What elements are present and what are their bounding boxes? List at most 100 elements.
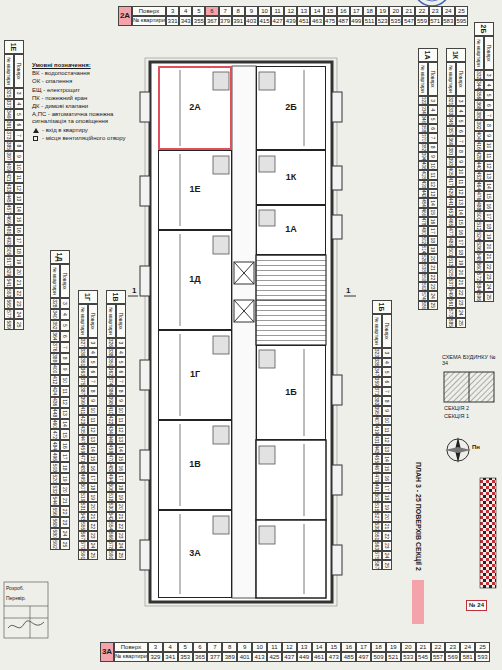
floor-number: 23 [382,541,392,551]
floor-number: 14 [116,444,126,454]
legend-text: - місця вентиляційного отвору [42,135,126,142]
floor-number: 23 [14,298,24,309]
floor-number: 5 [60,320,70,331]
apartment-number: 411 [78,406,88,416]
apartment-number: 389 [222,652,237,662]
legend-item: ПК - пожежний кран [32,95,144,102]
floor-number: 22 [382,531,392,541]
apartment-number: 532 [50,484,60,495]
floor-number: 13 [456,197,466,207]
apartment-number: 387 [78,386,88,396]
staircase [256,255,326,345]
floor-number: 6 [382,377,392,387]
apartment-number: 363 [78,367,88,377]
apartment-number: 321 [446,96,456,106]
apartment-number: 407 [372,416,382,426]
apartment-number: 322 [418,96,428,105]
apartment-number: 326 [106,338,116,348]
floor-number: 23 [456,298,466,308]
apartment-number: 482 [106,463,116,473]
apartment-number: 507 [78,483,88,493]
floor-number: 8 [232,6,245,16]
apartment-number: 329 [148,652,163,662]
floor-number: 4 [60,309,70,320]
apartment-number: 392 [474,120,484,130]
apartment-number: 577 [4,309,14,320]
floor-number: 14 [382,454,392,464]
floor-number: 19 [386,642,401,652]
floor-number: 12 [382,435,392,445]
apartment-number: 341 [163,652,178,662]
floor-number: 11 [14,172,24,183]
floor-number: 24 [60,528,70,539]
floor-number: 18 [14,246,24,257]
apartment-number: 521 [386,652,401,662]
apartment-number: 446 [106,435,116,445]
apartment-number: 542 [106,512,116,522]
floor-number: 12 [60,397,70,408]
floor-number: 14 [428,198,438,207]
floor-number: 7 [207,642,222,652]
floor-number: 23 [484,272,494,282]
floor-number: 9 [88,396,98,406]
floor-number: 11 [428,170,438,179]
row-header: № квартири [446,62,456,96]
floor-number: 5 [178,642,193,652]
apartment-number: 333 [446,106,456,116]
apartment-number: 412 [50,375,60,386]
floor-number: 10 [88,406,98,416]
apartment-number: 539 [372,522,382,532]
legend-text: ДК - димові клапани [32,103,88,110]
apartment: 1А [256,205,326,255]
apartment-number: 514 [418,245,428,254]
floor-number: 19 [60,473,70,484]
floor-number: 3 [14,88,24,99]
floor-number: 7 [116,377,126,387]
apartment-number: 495 [78,473,88,483]
floor-number: 11 [382,425,392,435]
apartment-number: 584 [474,282,484,292]
floor-number: 13 [297,6,310,16]
apartment-number: 386 [106,386,116,396]
apartment-number: 499 [350,16,363,26]
section-line [128,296,356,297]
apartment-number: 476 [474,191,484,201]
row-header: Поверх [428,62,438,96]
floor-number: 23 [60,517,70,528]
apartment-number: 429 [446,187,456,197]
apartment-number: 537 [446,278,456,288]
floor-number: 25 [484,292,494,302]
apartment-number: 385 [4,141,14,152]
apartment-number: 417 [446,177,456,187]
row-header: Поверх [456,62,466,96]
floor-number: 20 [60,484,70,495]
apartment: 1В [158,420,232,510]
apartment-number: 525 [446,267,456,277]
floor-number: 16 [484,201,494,211]
apartment-number: 555 [78,521,88,531]
floor-number: 24 [460,642,475,652]
apartment-number: 451 [297,16,310,26]
apartment-number: 466 [418,208,428,217]
floor-number: 22 [88,521,98,531]
floor-number: 22 [456,288,466,298]
floor-number: 17 [350,6,363,16]
floor-number: 6 [205,6,218,16]
floor-number: 15 [428,208,438,217]
apartment-number: 377 [207,652,222,662]
apartment-number: 527 [372,512,382,522]
apartment-number: 352 [50,320,60,331]
signature-role: Перевір. [6,596,26,602]
floor-number: 12 [116,425,126,435]
floor-number: 21 [456,278,466,288]
apartment-number: 380 [474,110,484,120]
floor-number: 10 [14,162,24,173]
floor-number: 3 [148,642,163,652]
corridor [232,66,256,598]
floor-number: 13 [297,642,312,652]
legend: Умовні позначення:ВК - водопостачанняОК … [32,62,144,142]
apartment-number: 441 [446,197,456,207]
floor-number: 7 [382,387,392,397]
apartment-number: 457 [4,204,14,215]
apartment-number: 487 [337,16,350,26]
